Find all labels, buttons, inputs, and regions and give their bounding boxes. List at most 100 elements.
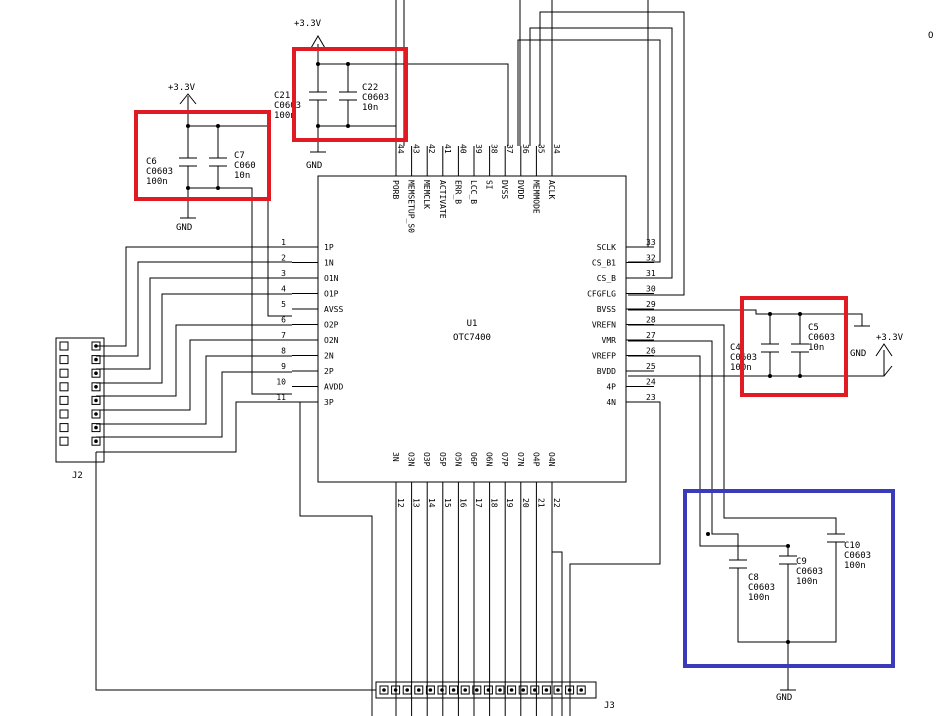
chip-pin-left: 92P	[281, 362, 334, 376]
pin-name: O4N	[547, 452, 556, 467]
pin-name: O5P	[438, 452, 447, 467]
c5-val: 10n	[808, 343, 824, 353]
pin-name: O1N	[324, 274, 339, 283]
pin-name: MEMCLK	[422, 180, 431, 209]
pin-number: 40	[458, 144, 467, 154]
pin-name: MEMSETUP_S0	[407, 180, 416, 233]
pin-number: 26	[646, 347, 656, 356]
c4-ref: C4	[730, 343, 741, 353]
pin-name: O3N	[407, 452, 416, 467]
j2-pin	[59, 423, 69, 433]
pin-name: BVSS	[597, 305, 616, 314]
j3-pin	[518, 685, 528, 695]
chip-pin-left: 8 2N	[281, 347, 334, 361]
pin-number: 30	[646, 285, 656, 294]
pin-number: 19	[505, 498, 514, 508]
pin-number: 29	[646, 300, 656, 309]
pin-name: CFGFLG	[587, 290, 616, 299]
top-bus-wires	[320, 0, 685, 296]
pin-number: 6	[281, 316, 286, 325]
c7-ref: C7	[234, 151, 245, 161]
pin-name: 2N	[324, 352, 334, 361]
pin-number: 10	[276, 378, 286, 387]
pin-name: LCC_B	[469, 180, 478, 204]
c10-ref: C10	[844, 541, 860, 551]
pin-number: 41	[443, 144, 452, 154]
decoupling-c8-c9-c10: GND C8 C0603 100n C9 C0603 100n C10 C060…	[628, 324, 895, 703]
pin-number: 28	[646, 316, 656, 325]
pin-name: O7P	[500, 452, 509, 467]
j2-pin	[59, 436, 69, 446]
j3-label: J3	[604, 701, 615, 711]
pin-name: 1N	[324, 259, 334, 268]
j3-pin	[530, 685, 540, 695]
pin-name: O3P	[422, 452, 431, 467]
pin-number: 37	[505, 144, 514, 154]
pin-number: 21	[536, 498, 545, 508]
pin-name: AVDD	[324, 383, 343, 392]
pin-number: 38	[490, 144, 499, 154]
c10-pkg: C0603	[844, 551, 871, 561]
c5-vcc-label: +3.3V	[876, 333, 904, 343]
pin-number: 1	[281, 238, 286, 247]
bottom-bus-wires	[292, 401, 661, 716]
highlight-box-red-3	[740, 296, 848, 397]
c8-val: 100n	[748, 593, 770, 603]
j2-label: J2	[72, 471, 83, 481]
pin-name: 1P	[324, 243, 334, 252]
pin-number: 11	[276, 393, 286, 402]
pin-number: 14	[427, 498, 436, 508]
pin-number: 34	[552, 144, 561, 154]
pin-number: 32	[646, 254, 656, 263]
c8-ref: C8	[748, 573, 759, 583]
pin-name: CS_B	[597, 274, 616, 283]
chip-left-pins: 11P21N3O1N4O1P5AVSS6O2P7O2N82N92P10AVDD1…	[276, 238, 343, 407]
j3-pin	[449, 685, 459, 695]
j3-pin	[425, 685, 435, 695]
c9-ref: C9	[796, 557, 807, 567]
pin-name: O5N	[453, 452, 462, 467]
pin-number: 8	[281, 347, 286, 356]
pin-name: 4N	[606, 398, 616, 407]
j3-pin	[437, 685, 447, 695]
c6-vcc-label: +3.3V	[168, 83, 196, 93]
pin-name: 3N	[391, 452, 400, 462]
decoupling-c6-c7: +3.3V GND C6 C0603 100n C7 C060 10n	[134, 83, 292, 395]
pin-name: O2N	[324, 336, 339, 345]
j3-pin	[379, 685, 389, 695]
pin-name: O1P	[324, 290, 339, 299]
pin-number: 25	[646, 362, 656, 371]
j2-pin	[59, 409, 69, 419]
decoupling-c4-c5: GND +3.3V C4 C0603 100n C5 C0603 10n	[628, 296, 904, 397]
connector-j3: J3	[375, 681, 615, 711]
j3-pin	[541, 685, 551, 695]
c6-val: 100n	[146, 177, 168, 187]
c21-ref: C21	[274, 91, 290, 101]
pin-number: 2	[281, 254, 286, 263]
pin-name: SCLK	[597, 243, 616, 252]
pin-name: 2P	[324, 367, 334, 376]
pin-name: O6P	[469, 452, 478, 467]
c7-pkg: C060	[234, 161, 256, 171]
c9-gnd-label: GND	[776, 693, 792, 703]
j2-pin	[59, 368, 69, 378]
c6-ref: C6	[146, 157, 157, 167]
pin-name: PORB	[391, 180, 400, 199]
